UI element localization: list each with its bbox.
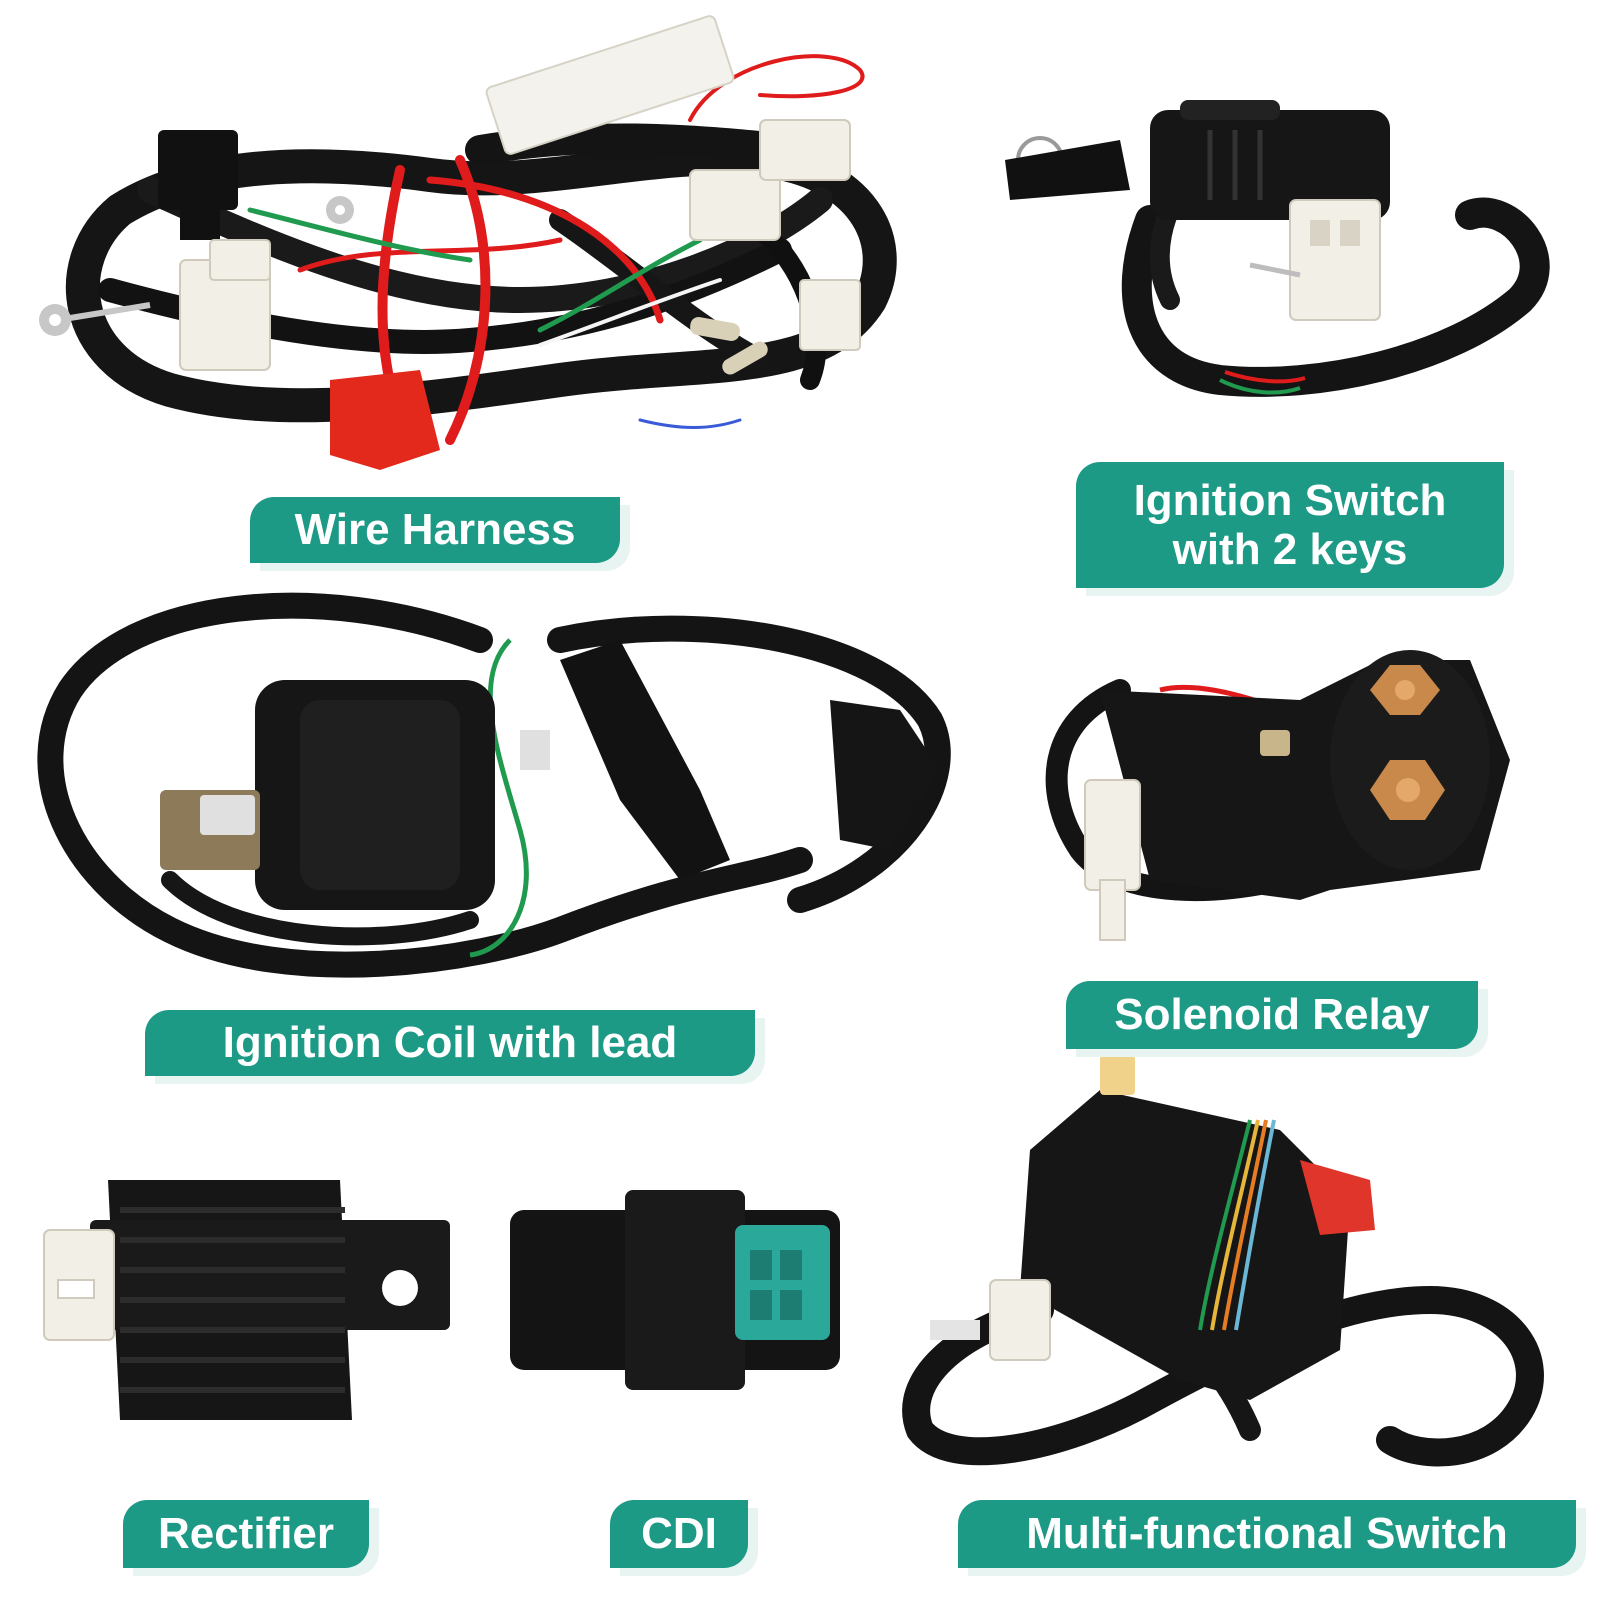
ignition-switch-image xyxy=(1005,100,1550,397)
label-rectifier: Rectifier xyxy=(123,1500,369,1568)
label-ignition-coil: Ignition Coil with lead xyxy=(145,1010,755,1076)
solenoid-relay-image xyxy=(1045,650,1510,941)
ignition-coil-image xyxy=(37,592,951,978)
wire-harness-image xyxy=(39,15,897,470)
multi-switch-image xyxy=(902,1055,1544,1467)
rectifier-image xyxy=(43,1180,450,1420)
label-wire-harness: Wire Harness xyxy=(250,497,620,563)
cdi-image xyxy=(510,1190,840,1390)
label-ignition-switch: Ignition Switch with 2 keys xyxy=(1076,462,1504,588)
label-solenoid-relay: Solenoid Relay xyxy=(1066,981,1478,1049)
label-cdi: CDI xyxy=(610,1500,748,1568)
label-multi-functional-switch: Multi-functional Switch xyxy=(958,1500,1576,1568)
